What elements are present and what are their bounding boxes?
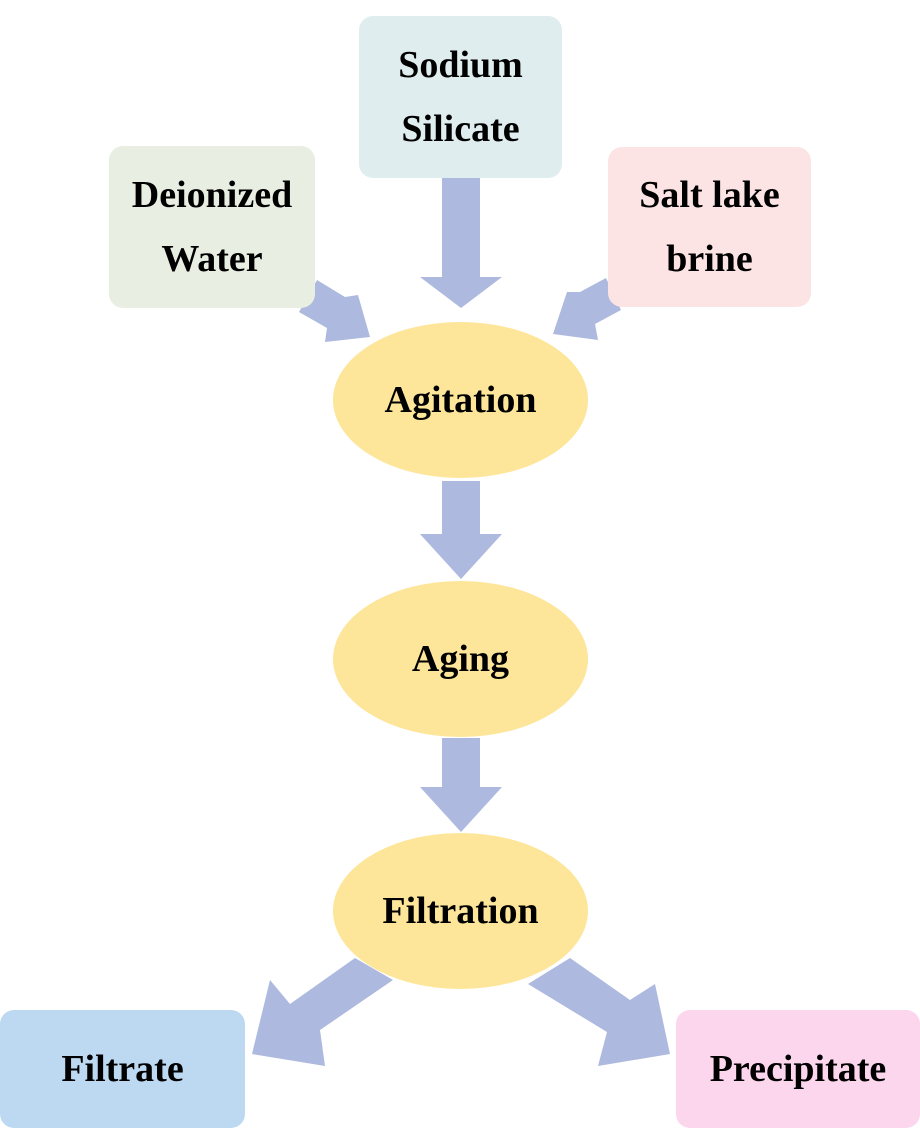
salt-lake-brine-label: Salt lake brine [639, 163, 779, 291]
arrow-agitation-to-aging [420, 481, 502, 579]
salt-lake-brine-line2: brine [666, 238, 753, 280]
arrow-deionized-water-to-agitation [299, 280, 370, 342]
arrow-sodium-silicate-to-agitation [420, 178, 502, 308]
agitation-label: Agitation [384, 379, 537, 421]
arrow-filtration-to-precipitate [528, 958, 670, 1066]
arrow-filtration-to-filtrate [252, 958, 393, 1066]
salt-lake-brine-line1: Salt lake [639, 174, 780, 216]
deionized-water-box: Deionized Water [109, 146, 315, 308]
arrow-salt-lake-brine-to-agitation [553, 278, 621, 340]
sodium-silicate-line1: Sodium [398, 44, 523, 86]
filtrate-box: Filtrate [0, 1010, 245, 1128]
deionized-water-label: Deionized Water [132, 163, 292, 291]
filtration-node: Filtration [333, 833, 588, 989]
precipitate-label: Precipitate [709, 1048, 887, 1090]
arrow-aging-to-filtration [420, 738, 502, 832]
salt-lake-brine-box: Salt lake brine [608, 147, 811, 307]
filtration-label: Filtration [382, 890, 539, 932]
deionized-water-line1: Deionized [131, 174, 293, 216]
sodium-silicate-box: Sodium Silicate [359, 16, 562, 178]
aging-node: Aging [333, 581, 588, 737]
deionized-water-line2: Water [161, 238, 263, 280]
filtrate-label: Filtrate [61, 1048, 184, 1090]
precipitate-box: Precipitate [676, 1010, 920, 1128]
agitation-node: Agitation [333, 322, 588, 478]
sodium-silicate-label: Sodium Silicate [398, 33, 523, 161]
sodium-silicate-line2: Silicate [401, 108, 520, 150]
aging-label: Aging [411, 638, 510, 680]
